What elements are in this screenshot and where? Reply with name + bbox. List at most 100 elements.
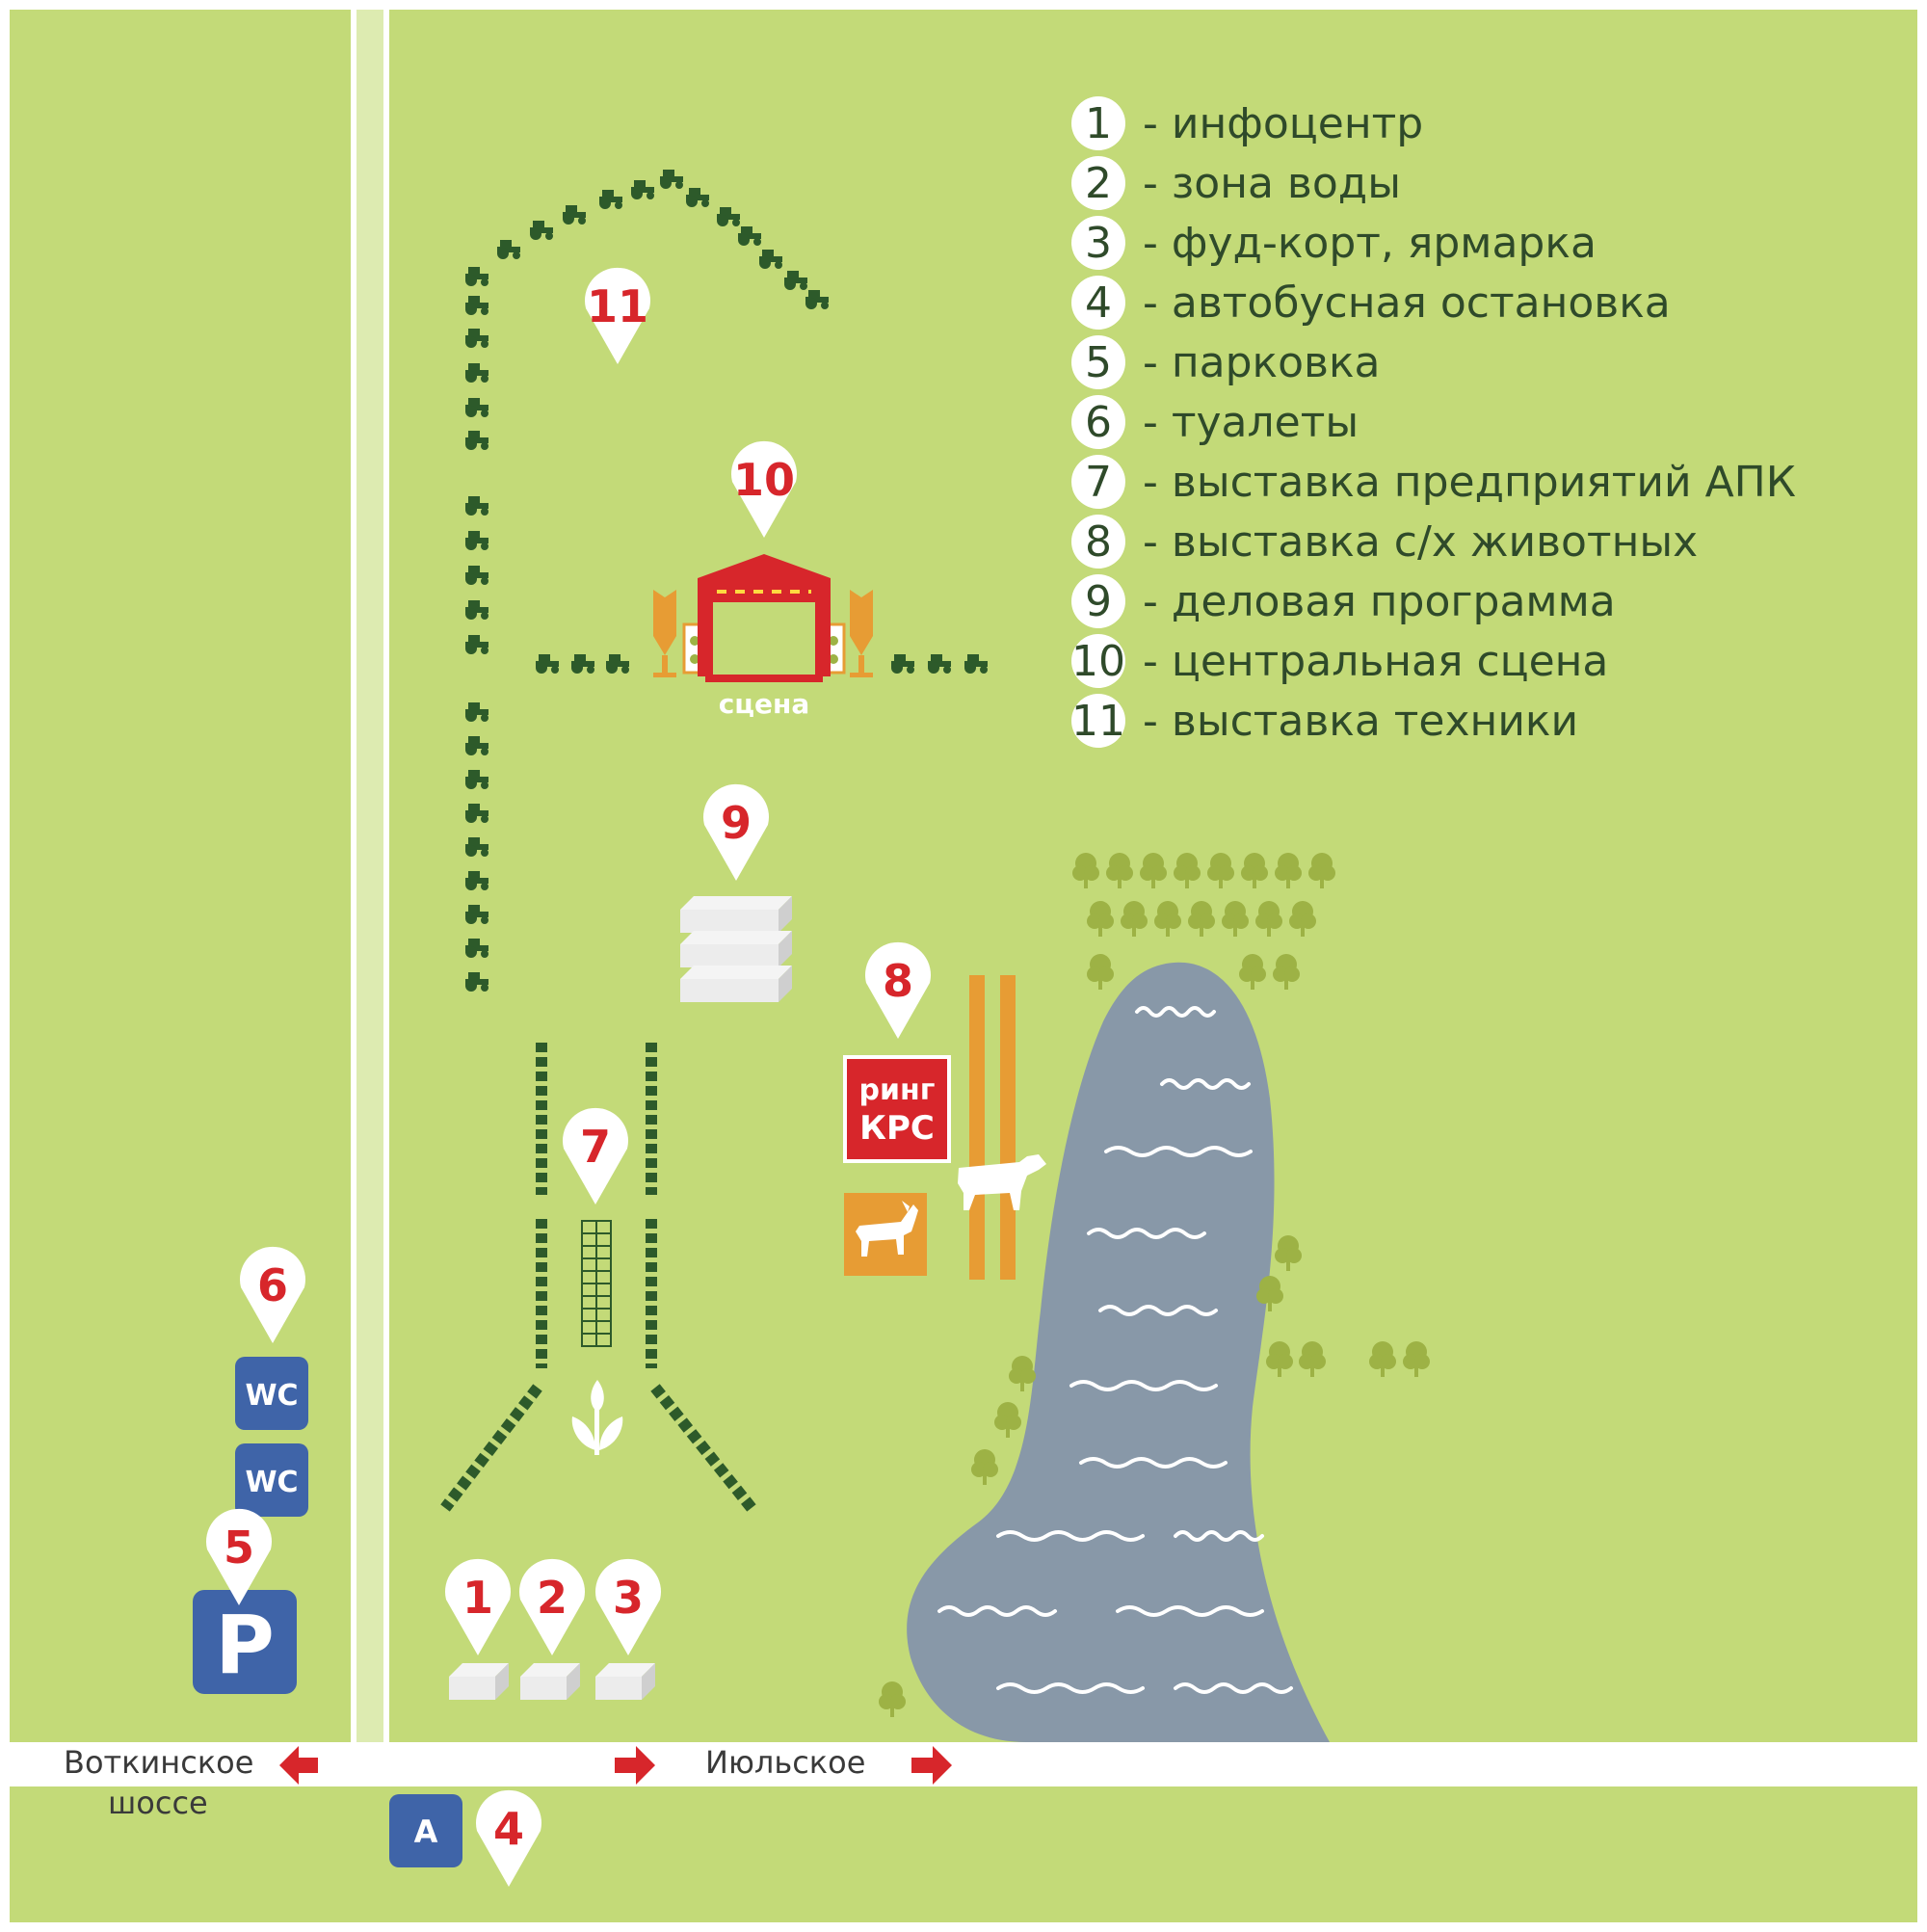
tree-icon: [1140, 853, 1167, 888]
arrow-right-icon: [615, 1746, 655, 1785]
tree-icon: [1072, 853, 1099, 888]
legend-number: 8: [1071, 515, 1125, 569]
tractor-icon: [571, 654, 594, 674]
tree-icon: [1275, 1235, 1302, 1271]
marker-number-8: 8: [883, 955, 913, 1007]
legend-item: 5-парковка: [1071, 335, 1381, 389]
tractor-icon: [784, 271, 807, 290]
wheat-icon-right: [850, 590, 873, 677]
tractor-icon: [738, 226, 761, 246]
legend-label: туалеты: [1171, 397, 1359, 447]
wc-sign-1: [235, 1357, 308, 1430]
location-pin-icon[interactable]: 8: [865, 941, 932, 1039]
tractor-icon: [465, 267, 488, 286]
legend-number: 9: [1071, 574, 1125, 628]
tractor-icon: [465, 770, 488, 789]
animal-exhibition: ринг КРС: [843, 975, 1046, 1280]
tree-icon: [1266, 1341, 1293, 1377]
info-buildings: [449, 1663, 655, 1700]
tree-icon: [1275, 853, 1302, 888]
tree-icon: [1299, 1341, 1326, 1377]
tractor-icon: [465, 296, 488, 315]
legend-number: 10: [1071, 634, 1125, 688]
marker-number-5: 5: [224, 1522, 254, 1574]
location-pin-icon[interactable]: 11: [585, 267, 650, 364]
building-2: [520, 1663, 580, 1700]
road-label-votkinskoe: Воткинское: [64, 1744, 254, 1781]
location-pin-icon[interactable]: 7: [563, 1107, 628, 1204]
wc-label-1: WC: [245, 1379, 298, 1413]
location-pin-icon[interactable]: 4: [476, 1789, 541, 1887]
cow-icon: [958, 1154, 1046, 1210]
legend-item: 9-деловая программа: [1071, 574, 1616, 628]
legend-number: 5: [1071, 335, 1125, 389]
road-label-iyulskoe: Июльское: [705, 1744, 866, 1781]
location-pin-icon[interactable]: 2: [519, 1558, 585, 1655]
arrow-right-icon: [911, 1746, 952, 1785]
marker-number-9: 9: [721, 797, 752, 849]
marker-number-2: 2: [537, 1572, 568, 1624]
tree-icon: [1106, 853, 1133, 888]
tractor-icon: [599, 190, 622, 209]
location-pin-icon[interactable]: 6: [240, 1246, 305, 1343]
tree-icon: [1255, 901, 1282, 937]
legend-dash: -: [1143, 397, 1158, 447]
wave-icon: [1174, 1682, 1293, 1694]
legend-item: 4-автобусная остановка: [1071, 276, 1671, 330]
marker-number-1: 1: [462, 1572, 493, 1624]
bus-stop-label: A: [414, 1813, 438, 1850]
sprout-icon: [571, 1380, 623, 1455]
tree-icon: [879, 1681, 906, 1717]
tree-icon: [1154, 901, 1181, 937]
tree-icon: [1009, 1356, 1036, 1391]
tractor-icon: [465, 702, 488, 722]
marker-number-10: 10: [733, 454, 795, 506]
legend-number: 11: [1071, 694, 1125, 748]
tree-icon: [1403, 1341, 1430, 1377]
legend-dash: -: [1143, 278, 1158, 328]
tractor-icon: [465, 871, 488, 890]
tractor-icon: [530, 221, 553, 240]
legend-label: инфоцентр: [1171, 98, 1424, 148]
bus-stop-sign: [389, 1794, 462, 1867]
wc-label-2: WC: [245, 1466, 298, 1499]
legend-item: 8-выставка с/х животных: [1071, 515, 1698, 569]
building-3: [595, 1663, 655, 1700]
tree-icon: [1121, 901, 1148, 937]
tractor-icon: [631, 180, 654, 199]
stage-roof: [698, 554, 831, 676]
location-pin-icon[interactable]: 9: [703, 783, 769, 881]
legend-dash: -: [1143, 158, 1158, 208]
marker-number-3: 3: [613, 1572, 644, 1624]
tree-icon: [1222, 901, 1249, 937]
tractor-icon: [891, 654, 914, 674]
cattle-ring: [843, 1055, 951, 1163]
legend-number: 4: [1071, 276, 1125, 330]
legend-dash: -: [1143, 218, 1158, 268]
wave-icon: [1116, 1605, 1264, 1617]
wave-icon: [937, 1605, 1057, 1617]
legend-dash: -: [1143, 636, 1158, 686]
tractor-icon: [805, 290, 829, 309]
location-pin-icon[interactable]: 5: [206, 1508, 272, 1605]
parking-sign: [193, 1590, 297, 1694]
legend-dash: -: [1143, 516, 1158, 567]
apk-exhibition: [440, 1043, 756, 1512]
wave-icon: [1098, 1305, 1218, 1316]
location-pin-icon[interactable]: 10: [730, 440, 798, 538]
tree-icon: [1369, 1341, 1396, 1377]
legend-label: центральная сцена: [1171, 636, 1609, 686]
ring-label-1: ринг: [859, 1073, 936, 1107]
tractor-icon: [660, 170, 683, 189]
location-pin-icon[interactable]: 1: [445, 1558, 511, 1655]
legend-number: 3: [1071, 216, 1125, 270]
tractor-icon: [465, 736, 488, 755]
location-pin-icon[interactable]: 3: [595, 1558, 662, 1655]
tractor-icon: [465, 363, 488, 383]
tractor-icon: [465, 431, 488, 450]
tree-icon: [1174, 853, 1201, 888]
wave-icon: [1079, 1457, 1227, 1469]
marker-number-11: 11: [587, 280, 648, 332]
tree-groups: [879, 853, 1430, 1717]
tractor-icon: [465, 837, 488, 857]
